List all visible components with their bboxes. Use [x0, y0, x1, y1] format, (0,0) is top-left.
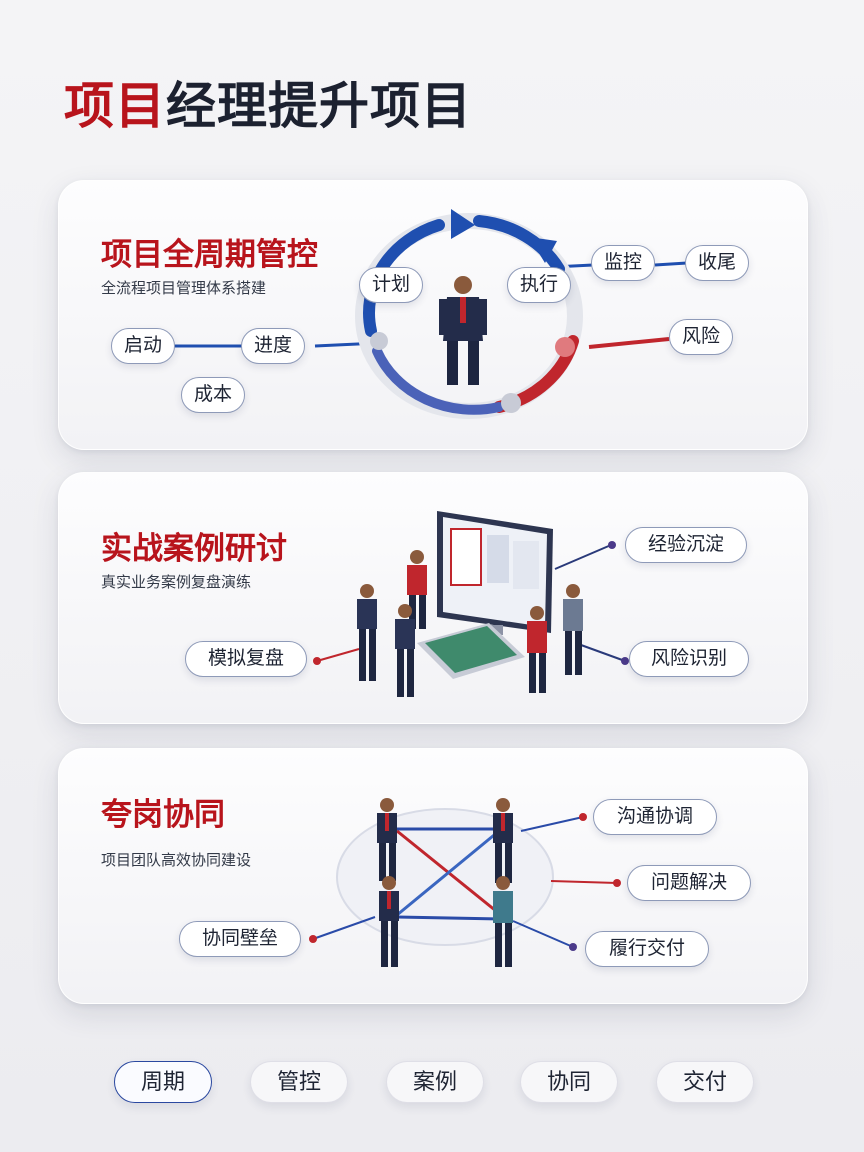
pill-risk[interactable]: 风险 [669, 319, 734, 355]
experience-line [554, 544, 612, 570]
communicate-line [520, 816, 584, 832]
solve-line [550, 880, 618, 884]
tab-collaboration[interactable]: 协同 [520, 1061, 618, 1103]
cycle-node-bottom [501, 393, 521, 413]
deliver-line [512, 920, 574, 948]
pill-start[interactable]: 启动 [111, 328, 176, 364]
link-bottom [396, 915, 502, 921]
pill-experience[interactable]: 经验沉淀 [625, 527, 747, 563]
pill-deliver[interactable]: 履行交付 [585, 931, 709, 967]
tab-case[interactable]: 案例 [386, 1061, 484, 1103]
lifecycle-card: 项目全周期管控 全流程项目管理体系搭建 计划 执行 监控 收尾 风险 启动 进度… [58, 180, 808, 450]
pill-monitor[interactable]: 监控 [591, 245, 656, 281]
case-study-title: 实战案例研讨 [101, 531, 287, 567]
cycle-arrowhead-right [529, 237, 557, 263]
lifecycle-illustration [175, 209, 688, 419]
cycle-node-risk [555, 337, 575, 357]
collaboration-illustration [309, 798, 621, 967]
monitor-figure [437, 511, 553, 635]
case-study-card: 实战案例研讨 真实业务案例复盘演练 经验沉淀 模拟复盘 风险识别 [58, 472, 808, 724]
collaboration-title: 夸岗协同 [101, 797, 225, 833]
barrier-line [312, 916, 376, 940]
case-study-illustration [313, 511, 629, 697]
pill-execute[interactable]: 执行 [507, 267, 572, 303]
cycle-node-left [370, 332, 388, 350]
monitor-close-line [654, 261, 688, 267]
pill-risk-identify[interactable]: 风险识别 [629, 641, 749, 677]
pill-progress[interactable]: 进度 [241, 328, 306, 364]
pill-barrier[interactable]: 协同壁垒 [179, 921, 301, 957]
pill-close[interactable]: 收尾 [685, 245, 750, 281]
page-title: 项目经理提升项目 [64, 66, 472, 138]
collaboration-card: 夸岗协同 项目团队高效协同建设 沟通协调 问题解决 协同壁垒 履行交付 [58, 748, 808, 1004]
cycle-arrowhead-top [451, 209, 475, 239]
team-members [377, 798, 513, 967]
collaboration-subtitle: 项目团队高效协同建设 [101, 851, 252, 869]
pill-communicate[interactable]: 沟通协调 [593, 799, 717, 835]
cycle-arc-blue-left [363, 219, 445, 337]
pill-solve[interactable]: 问题解决 [627, 865, 751, 901]
people-group [357, 550, 583, 697]
page-title-red: 项目 [64, 77, 166, 135]
pill-plan[interactable]: 计划 [359, 267, 424, 303]
tab-cycle[interactable]: 周期 [114, 1061, 212, 1103]
risk-identify-line [580, 644, 626, 662]
tab-delivery[interactable]: 交付 [656, 1061, 754, 1103]
pill-cost[interactable]: 成本 [181, 377, 246, 413]
lifecycle-subtitle: 全流程项目管理体系搭建 [101, 279, 267, 297]
cycle-arc-blue-right [473, 215, 565, 275]
pill-simulate[interactable]: 模拟复盘 [185, 641, 307, 677]
lifecycle-title: 项目全周期管控 [101, 237, 318, 273]
case-study-subtitle: 真实业务案例复盘演练 [101, 573, 252, 591]
simulate-line [316, 648, 360, 662]
page-title-dark: 经理提升项目 [166, 77, 472, 135]
tab-control[interactable]: 管控 [250, 1061, 348, 1103]
cycle-risk-line [588, 337, 670, 349]
link-diag-blue [396, 829, 500, 917]
manager-figure [439, 276, 487, 385]
cycle-arc-blue-bottom [372, 346, 504, 415]
